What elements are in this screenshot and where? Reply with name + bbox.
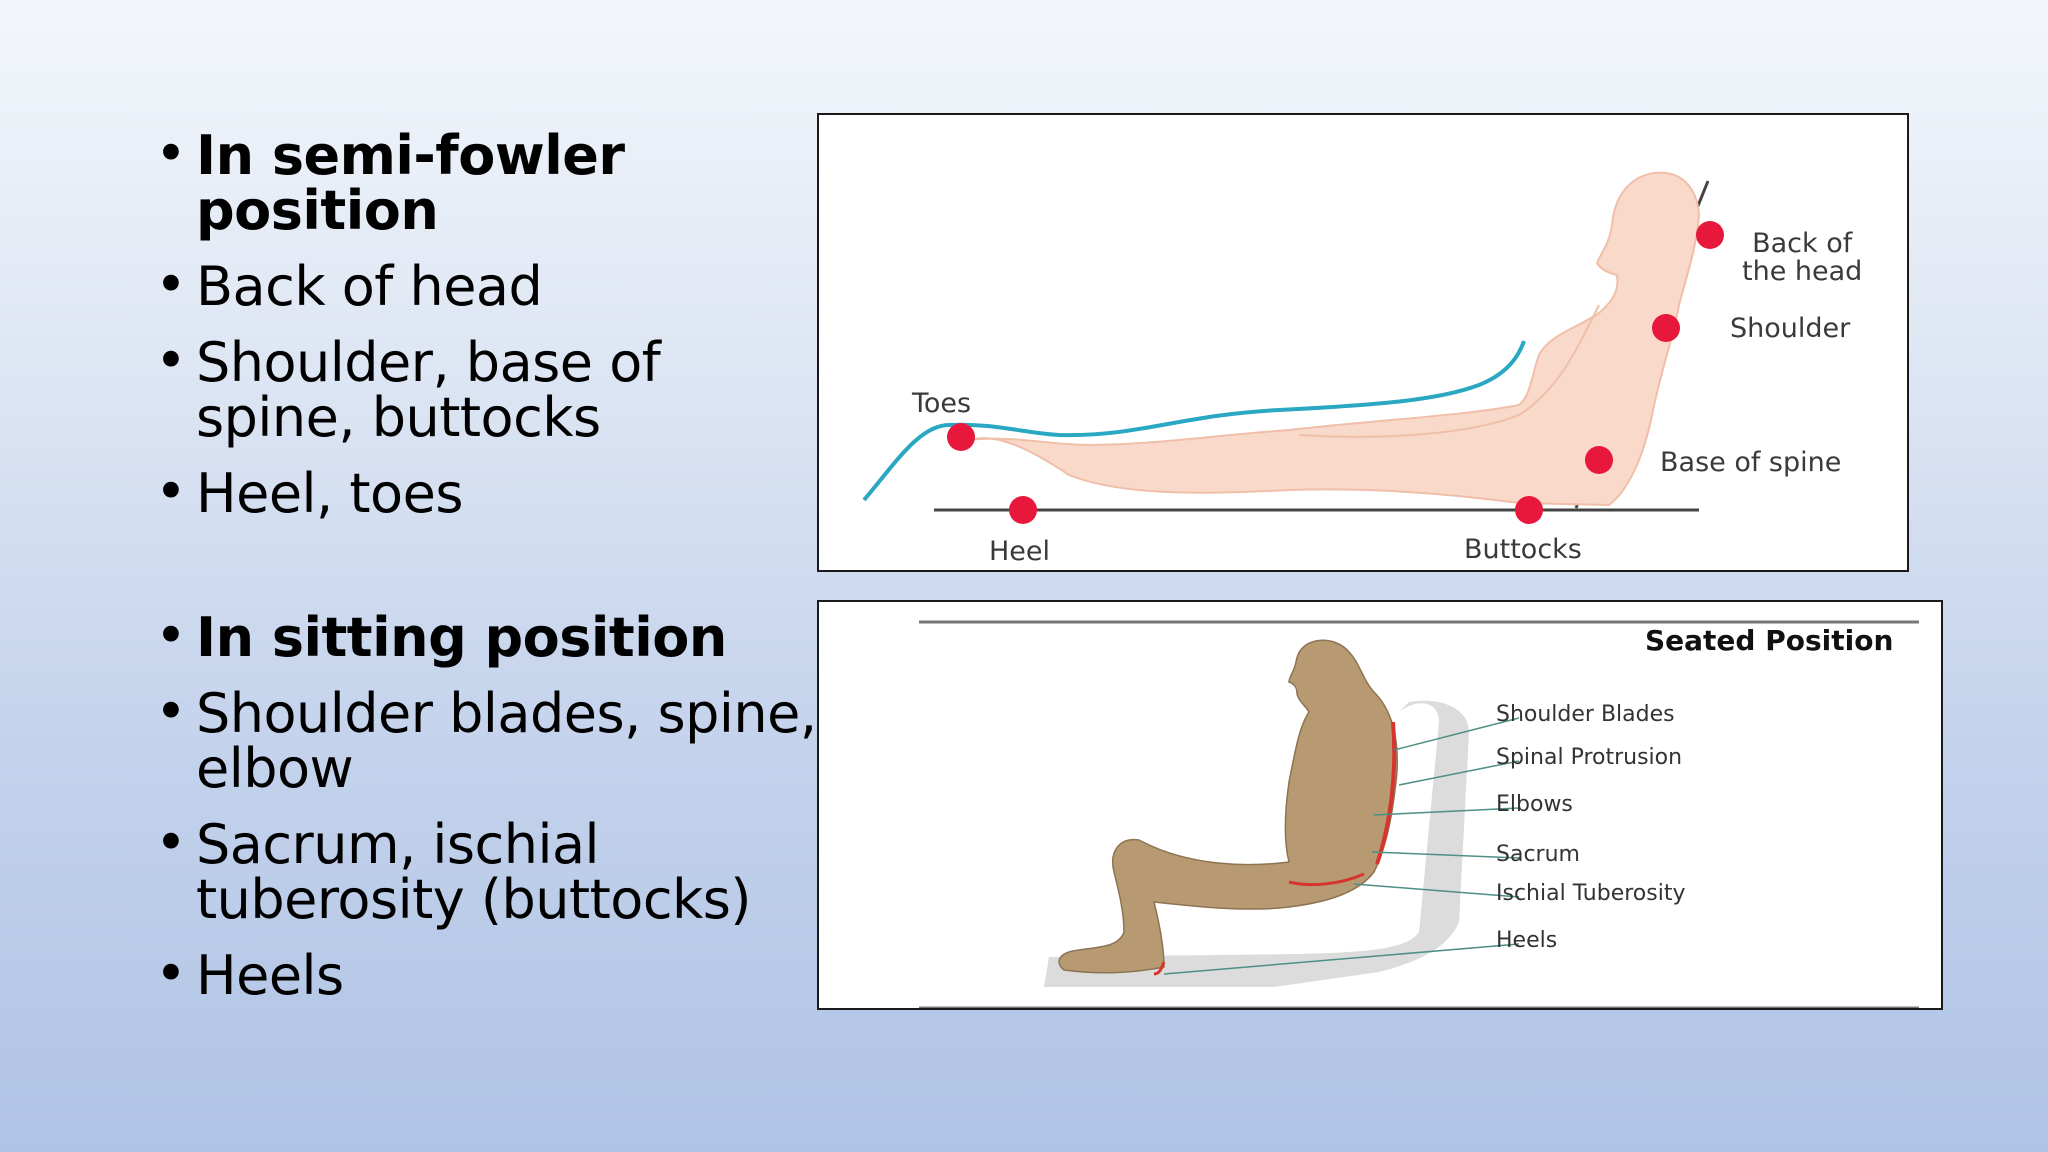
pressure-point-heel — [1009, 496, 1037, 524]
bullet-text: Heel, toes — [196, 462, 463, 525]
bullet-text: Back of head — [196, 255, 543, 318]
bullet-text: Shoulder blades, spine, elbow — [196, 682, 817, 800]
bullet-shoulder-spine-buttocks: Shoulder, base of spine, buttocks — [155, 333, 661, 445]
bullet-text: Shoulder, base of spine, buttocks — [196, 331, 661, 449]
label-base-of-spine: Base of spine — [1660, 447, 1842, 478]
pressure-point-back-of-head — [1696, 221, 1724, 249]
pressure-point-buttocks — [1515, 496, 1543, 524]
bullet-sacrum-ischial: Sacrum, ischial tuberosity (buttocks) — [155, 815, 817, 927]
arm-outline — [1298, 304, 1600, 438]
label-shoulder: Shoulder — [1730, 313, 1851, 344]
body-silhouette — [968, 171, 1701, 507]
leader-spinal-protrusion — [1398, 760, 1520, 786]
leader-heels — [1163, 943, 1520, 975]
seated-illustration: Seated Position Shoulder Blades Spinal P… — [817, 600, 1943, 1010]
seated-body — [1058, 639, 1398, 974]
bullet-text: In sitting position — [196, 606, 727, 669]
leader-elbows — [1373, 807, 1520, 816]
bullet-text: In semi-fowler position — [196, 124, 625, 242]
label-back-of-head: Back of the head — [1742, 228, 1863, 287]
semi-fowler-list: In semi-fowler position Back of head Sho… — [155, 126, 661, 542]
label-toes: Toes — [912, 388, 972, 419]
spine-pressure — [1375, 721, 1397, 865]
label-heels: Heels — [1496, 928, 1558, 953]
chair-shadow — [1044, 700, 1469, 987]
bullet-text: Sacrum, ischial tuberosity (buttocks) — [196, 813, 752, 931]
label-sacrum: Sacrum — [1496, 842, 1580, 867]
pressure-point-toes — [947, 423, 975, 451]
buttocks-pressure — [1288, 872, 1365, 887]
pressure-point-shoulder — [1652, 314, 1680, 342]
bullet-back-of-head: Back of head — [155, 257, 660, 314]
heel-pressure — [1153, 961, 1166, 976]
label-shoulder-blades: Shoulder Blades — [1496, 702, 1675, 727]
bullet-text: Heels — [196, 944, 344, 1007]
label-spinal-protrusion: Spinal Protrusion — [1496, 745, 1683, 770]
semi-fowler-drawing — [862, 171, 1724, 524]
seated-drawing — [919, 620, 1919, 1008]
sitting-list: In sitting position Shoulder blades, spi… — [155, 608, 817, 1024]
label-buttocks: Buttocks — [1464, 534, 1582, 565]
label-heel: Heel — [989, 536, 1051, 567]
label-elbows: Elbows — [1496, 792, 1573, 817]
pressure-point-base-of-spine — [1585, 446, 1613, 474]
bullet-heels: Heels — [155, 946, 817, 1003]
leader-shoulder-blades — [1393, 717, 1520, 751]
leader-ischial-tuberosity — [1353, 883, 1520, 898]
sheet-line — [862, 340, 1526, 502]
label-ischial-tuberosity: Ischial Tuberosity — [1496, 881, 1686, 906]
leader-sacrum — [1371, 851, 1520, 859]
bullet-semi-fowler-heading: In semi-fowler position — [155, 126, 660, 238]
semi-fowler-illustration: Back of the head Shoulder Base of spine … — [817, 113, 1909, 572]
bullet-sitting-heading: In sitting position — [155, 608, 817, 665]
seated-position-title: Seated Position — [1645, 624, 1894, 657]
bullet-shoulder-blades-spine-elbow: Shoulder blades, spine, elbow — [155, 684, 817, 796]
bullet-heel-toes: Heel, toes — [155, 464, 660, 521]
